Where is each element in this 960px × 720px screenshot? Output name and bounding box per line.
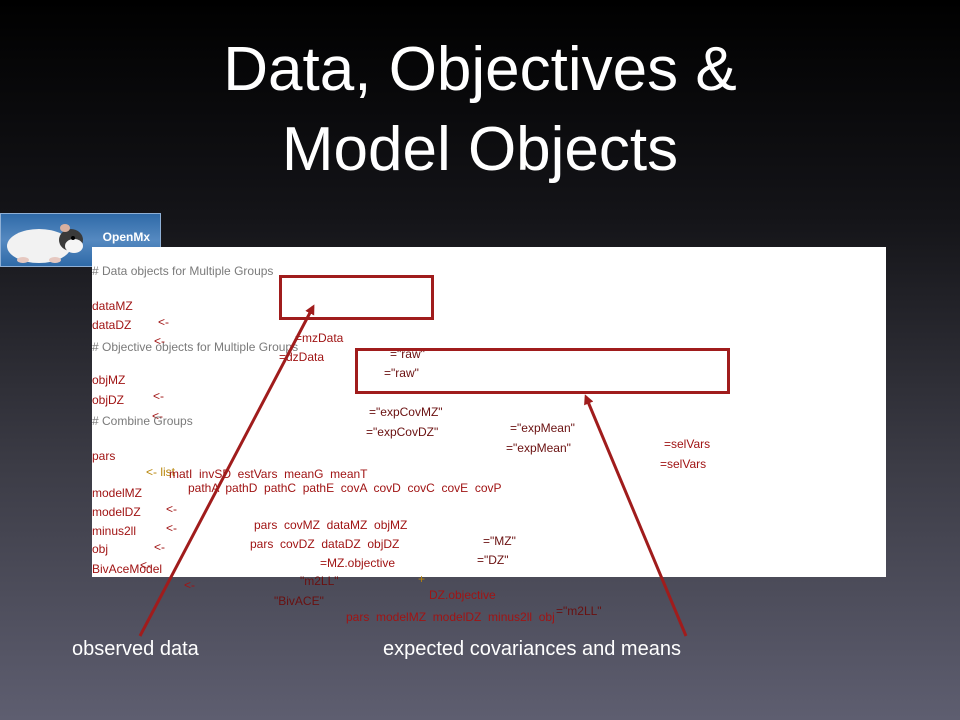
objmz-arg2: ="expMean"	[510, 421, 575, 435]
code-line-objdz: objDZ <- ="expCovDZ" ="expMean" =selVars	[92, 376, 706, 488]
datamz-name: dataMZ	[92, 299, 133, 313]
code-line-minus2ll: minus2ll <- =MZ.objective + DZ.objective…	[92, 507, 602, 635]
datadz-name: dataDZ	[92, 318, 132, 332]
minus2ll-expr1: =MZ.objective	[320, 556, 396, 570]
minus2ll-name: minus2ll	[92, 524, 137, 538]
code-comment-combine-groups: # Combine Groups	[92, 414, 193, 428]
objmz-arg1: ="expCovMZ"	[369, 405, 443, 419]
modelmz-op: <-	[166, 502, 178, 516]
code-comment-data-objects: # Data objects for Multiple Groups	[92, 264, 274, 278]
code-line-datadz: dataDZ <- =dzData ="raw"	[92, 301, 419, 397]
objdz-op: <-	[152, 409, 164, 423]
modeldz-op: <-	[166, 521, 178, 535]
arrow-observed-data	[138, 304, 315, 637]
title-line-1: Data, Objectives &	[223, 35, 737, 104]
caption-observed-data: observed data	[72, 638, 199, 660]
datadz-arg2: ="raw"	[384, 366, 419, 380]
objdz-arg2: ="expMean"	[506, 441, 571, 455]
bivace-op: <-	[184, 578, 196, 592]
highlight-box-expected-covariances	[355, 348, 730, 394]
bivace-name: BivAceModel	[92, 562, 163, 576]
bivace-label: "BivACE"	[274, 594, 324, 608]
modelmz-args: pars covMZ dataMZ objMZ	[254, 518, 408, 532]
obj-op: <-	[140, 558, 152, 572]
obj-label: "m2LL"	[300, 574, 339, 588]
minus2ll-plus: +	[418, 572, 426, 586]
code-line-pars-cont: matI invSD estVars meanG meanT	[92, 450, 368, 498]
code-line-obj: obj <- "m2LL"	[92, 525, 339, 605]
minus2ll-op: <-	[154, 540, 166, 554]
caption-expected-covariances: expected covariances and means	[383, 638, 681, 660]
code-line-pars: pars <- list pathA pathD pathC pathE cov…	[92, 432, 502, 512]
bivace-args: pars modelMZ modelDZ minus2ll obj	[346, 610, 555, 624]
arrow-expected-covariances	[584, 394, 688, 637]
datadz-arg1: =dzData	[279, 350, 325, 364]
modeldz-args: pars covDZ dataDZ objDZ	[250, 537, 400, 551]
objmz-arg3: =selVars	[664, 437, 711, 451]
datamz-arg1: =mzData	[295, 331, 344, 345]
datamz-op: <-	[158, 315, 170, 329]
minus2ll-label: ="m2LL"	[556, 604, 602, 618]
code-line-objmz: objMZ <- ="expCovMZ" ="expMean" =selVars	[92, 356, 710, 468]
minus2ll-expr2: DZ.objective	[429, 588, 496, 602]
highlight-box-observed-data	[279, 275, 434, 320]
logo-text: OpenMx	[102, 230, 150, 244]
pars-name: pars	[92, 449, 116, 463]
pars-op: <- list	[146, 465, 176, 479]
modeldz-label: ="DZ"	[477, 553, 509, 567]
objmz-name: objMZ	[92, 373, 126, 387]
datadz-op: <-	[154, 334, 166, 348]
obj-name: obj	[92, 542, 109, 556]
code-line-modelmz: modelMZ <- pars covMZ dataMZ objMZ ="MZ"	[92, 469, 516, 565]
modeldz-name: modelDZ	[92, 505, 141, 519]
code-comment-objective-objects: # Objective objects for Multiple Groups	[92, 340, 299, 354]
code-line-modeldz: modelDZ <- pars covDZ dataDZ objDZ ="DZ"	[92, 488, 509, 584]
modelmz-name: modelMZ	[92, 486, 143, 500]
pars-args: pathA pathD pathC pathE covA covD covC c…	[188, 481, 502, 495]
code-block: # Data objects for Multiple Groups dataM…	[92, 247, 886, 624]
guinea-pig-icon	[7, 224, 83, 263]
slide-title: Data, Objectives & Model Objects	[0, 30, 960, 190]
title-line-2: Model Objects	[281, 115, 679, 184]
modelmz-label: ="MZ"	[483, 534, 516, 548]
code-line-bivacemodel: BivAceModel <- "BivACE" pars modelMZ mod…	[92, 545, 555, 641]
objdz-name: objDZ	[92, 393, 125, 407]
pars-cont-args: matI invSD estVars meanG meanT	[169, 467, 368, 481]
objdz-arg1: ="expCovDZ"	[366, 425, 439, 439]
objmz-op: <-	[153, 389, 165, 403]
objdz-arg3: =selVars	[660, 457, 707, 471]
